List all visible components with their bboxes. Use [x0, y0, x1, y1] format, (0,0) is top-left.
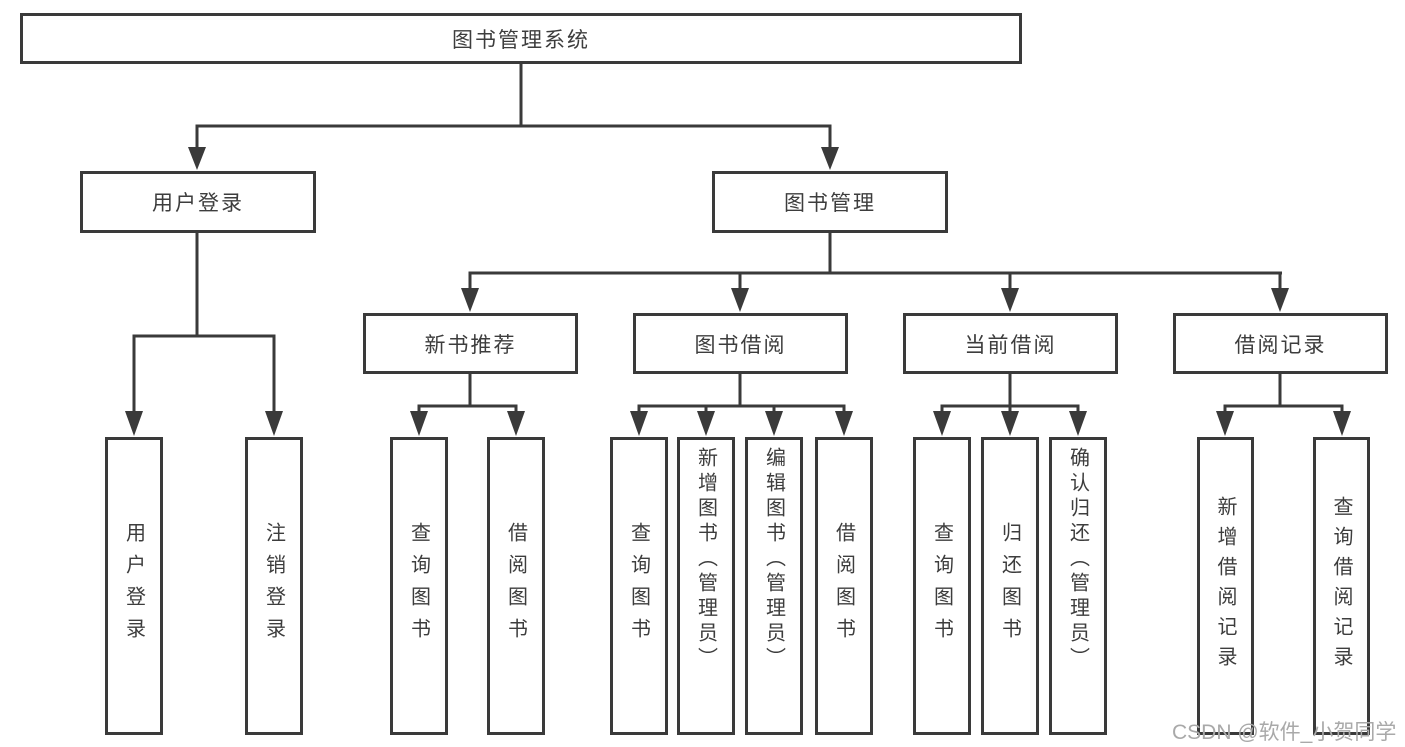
node-label: 借阅图书	[504, 522, 527, 650]
node-label: 查询借阅记录	[1330, 496, 1352, 676]
node-leaf-borrow-books-2: 借阅图书	[815, 437, 873, 735]
node-label: 新增图书（管理员）	[694, 447, 717, 672]
node-leaf-query-books-1: 查询图书	[390, 437, 448, 735]
arrowhead-icons	[125, 147, 1351, 436]
node-leaf-query-books-3: 查询图书	[913, 437, 971, 735]
node-label: 图书管理系统	[452, 28, 590, 52]
node-book-borrowing: 图书借阅	[633, 313, 848, 374]
node-leaf-edit-books-admin: 编辑图书（管理员）	[745, 437, 803, 735]
node-leaf-borrow-books-1: 借阅图书	[487, 437, 545, 735]
node-leaf-return-books: 归还图书	[981, 437, 1039, 735]
node-label: 归还图书	[998, 522, 1021, 650]
node-label: 图书管理	[784, 192, 876, 215]
node-label: 注销登录	[262, 522, 285, 650]
node-leaf-add-borrow-record: 新增借阅记录	[1197, 437, 1254, 735]
node-user-login: 用户登录	[80, 171, 316, 233]
node-label: 用户登录	[152, 192, 244, 215]
node-label: 图书借阅	[694, 333, 787, 357]
node-leaf-logout: 注销登录	[245, 437, 303, 735]
node-label: 确认归还（管理员）	[1066, 447, 1089, 672]
node-leaf-query-books-2: 查询图书	[610, 437, 668, 735]
node-label: 借阅记录	[1234, 333, 1327, 357]
node-label: 查询图书	[407, 522, 430, 650]
node-label: 查询图书	[627, 522, 650, 650]
node-book-management: 图书管理	[712, 171, 948, 233]
node-label: 新增借阅记录	[1214, 496, 1236, 676]
node-leaf-confirm-return-admin: 确认归还（管理员）	[1049, 437, 1107, 735]
node-new-book-recommendation: 新书推荐	[363, 313, 578, 374]
csdn-watermark: CSDN @软件_小贺同学	[1172, 721, 1397, 744]
node-label: 新书推荐	[424, 333, 517, 357]
node-label: 用户登录	[122, 522, 145, 650]
node-leaf-user-login: 用户登录	[105, 437, 163, 735]
node-label: 编辑图书（管理员）	[762, 447, 785, 672]
node-label: 当前借阅	[964, 333, 1057, 357]
node-borrowing-records: 借阅记录	[1173, 313, 1388, 374]
node-leaf-query-borrow-record: 查询借阅记录	[1313, 437, 1370, 735]
node-library-management-system: 图书管理系统	[20, 13, 1022, 64]
node-label: 查询图书	[930, 522, 953, 650]
node-current-borrowing: 当前借阅	[903, 313, 1118, 374]
node-label: 借阅图书	[832, 522, 855, 650]
node-leaf-add-books-admin: 新增图书（管理员）	[677, 437, 735, 735]
